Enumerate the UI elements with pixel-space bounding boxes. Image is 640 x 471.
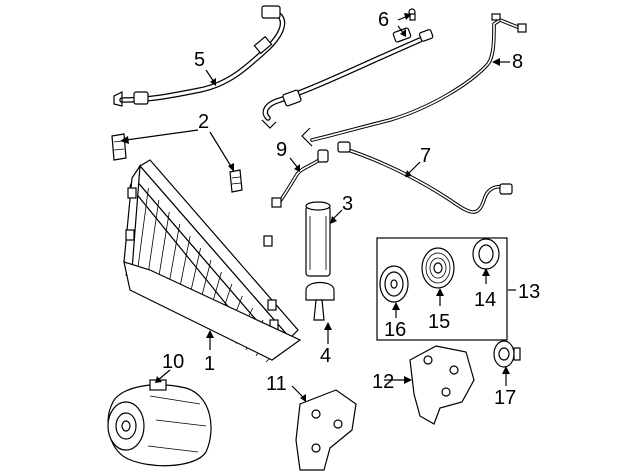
part-15-pulley [421, 247, 455, 289]
part-12-compressor-bracket [409, 345, 475, 425]
leader-lines [120, 13, 516, 402]
part-14-coil [472, 238, 500, 270]
part-13-clutch-kit-frame [376, 237, 508, 341]
callout-1: 1 [204, 353, 215, 375]
callout-12: 12 [372, 371, 394, 393]
part-1-condenser [123, 159, 302, 363]
callout-numbers: 1 2 3 4 5 6 7 8 9 10 11 12 13 14 15 16 1… [162, 9, 540, 409]
part-16-clutch-plate [379, 265, 409, 303]
callout-9: 9 [276, 139, 287, 161]
part-7-tube [337, 141, 513, 214]
part-11-bracket [295, 389, 357, 471]
part-3-receiver-drier [305, 201, 331, 277]
part-5-suction-hose [113, 5, 286, 107]
part-17-pulley [493, 340, 521, 368]
callout-13: 13 [518, 281, 540, 303]
callout-15: 15 [428, 311, 450, 333]
part-8-liquid-line [301, 13, 527, 147]
callout-5: 5 [194, 49, 205, 71]
part-4-drier-bracket [305, 281, 335, 321]
callout-14: 14 [474, 289, 496, 311]
callout-17: 17 [494, 387, 516, 409]
callout-11: 11 [266, 373, 287, 395]
callout-4: 4 [320, 345, 331, 367]
part-9-tube [271, 149, 329, 208]
part-6-discharge-hose [261, 8, 434, 129]
callout-2: 2 [198, 111, 209, 133]
callout-10: 10 [162, 351, 184, 373]
callout-8: 8 [512, 51, 523, 73]
part-10-compressor [107, 379, 212, 467]
callout-3: 3 [342, 193, 353, 215]
callout-16: 16 [384, 319, 406, 341]
callout-7: 7 [420, 145, 431, 167]
callout-6: 6 [378, 9, 389, 31]
